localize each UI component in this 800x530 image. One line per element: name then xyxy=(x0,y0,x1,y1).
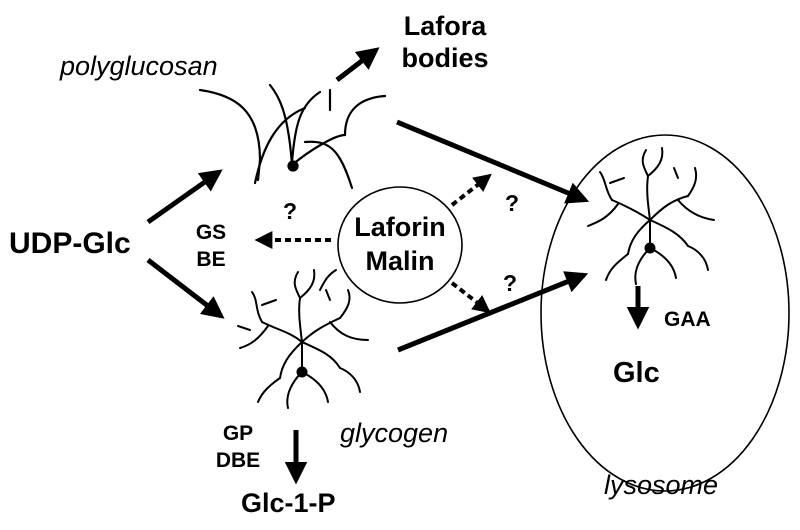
lysosomal-glycogen-structure xyxy=(587,147,715,285)
malin-label: Malin xyxy=(365,246,435,276)
lysosome-membrane xyxy=(540,134,790,492)
glc-label: Glc xyxy=(613,357,660,389)
dbe-label: DBE xyxy=(215,449,261,472)
question-mark-upper: ? xyxy=(505,190,520,216)
laforin-label: Laforin xyxy=(354,212,446,242)
udp-glc-label: UDP-Glc xyxy=(9,227,131,260)
laforin-malin-oval xyxy=(337,186,463,304)
question-mark-lower: ? xyxy=(503,270,518,296)
polyglucosan-label: polyglucosan xyxy=(60,51,218,81)
be-label: BE xyxy=(196,248,226,271)
arrow-to-lafora-bodies xyxy=(335,47,380,82)
bodies-label: bodies xyxy=(401,43,489,73)
glycogen-structure xyxy=(237,269,369,409)
gaa-label: GAA xyxy=(664,308,711,331)
glc-1-p-label: Glc-1-P xyxy=(241,488,336,518)
gp-dbe-label: GP DBE xyxy=(208,420,268,474)
gs-label: GS xyxy=(195,221,227,244)
question-mark-left: ? xyxy=(283,198,298,224)
arrow-glycogen-to-lysosome xyxy=(397,271,589,353)
arrow-udp-to-glycogen xyxy=(146,258,225,319)
arrow-udp-to-polyglucosan xyxy=(146,169,223,225)
glycogen-label: glycogen xyxy=(340,418,449,448)
laforin-malin-label: Laforin Malin xyxy=(340,210,460,278)
arrow-polyglucosan-to-lysosome xyxy=(396,119,590,204)
pathway-arrows xyxy=(146,47,650,485)
polyglucosan-structure xyxy=(198,83,387,190)
dashed-arrow-lower xyxy=(450,281,491,314)
lysosome-label: lysosome xyxy=(604,470,719,500)
dashed-arrows xyxy=(254,173,492,314)
dashed-arrow-upper xyxy=(450,173,492,207)
gs-be-label: GS BE xyxy=(186,219,236,273)
lafora-label: Lafora xyxy=(403,11,487,41)
gp-label: GP xyxy=(222,422,254,445)
lafora-bodies-label: Lafora bodies xyxy=(385,10,505,74)
